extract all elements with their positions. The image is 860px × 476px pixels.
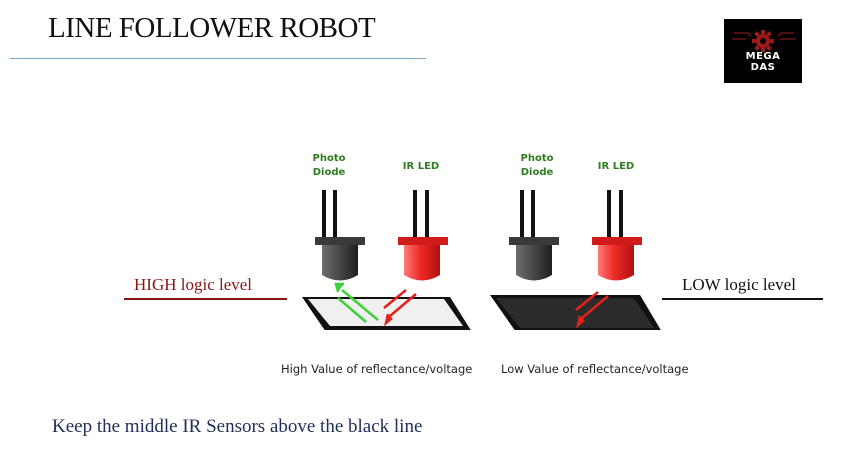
right-photodiode-label-line1: Photo bbox=[521, 153, 554, 164]
left-photodiode bbox=[315, 190, 365, 281]
left-ir-led bbox=[398, 190, 448, 281]
right-photodiode bbox=[509, 190, 559, 281]
low-logic-level-label: LOW logic level bbox=[682, 275, 796, 294]
high-logic-level-label: HIGH logic level bbox=[134, 275, 253, 294]
gear-icon bbox=[732, 30, 796, 52]
slide-title: LINE FOLLOWER ROBOT bbox=[48, 12, 376, 44]
instruction-note: Keep the middle IR Sensors above the bla… bbox=[52, 416, 423, 437]
right-photodiode-label-line2: Diode bbox=[521, 167, 554, 178]
low-logic-underline bbox=[662, 298, 823, 300]
left-photodiode-label-line2: Diode bbox=[313, 167, 346, 178]
right-ir-led-label: IR LED bbox=[598, 161, 634, 172]
left-ir-arrows bbox=[383, 289, 417, 327]
megadas-logo: MEGA DAS bbox=[724, 19, 802, 83]
ir-sensor-diagram: Photo Diode IR LED bbox=[302, 153, 661, 330]
high-reflectance-caption: High Value of reflectance/voltage bbox=[281, 362, 473, 376]
left-reflection-arrows bbox=[334, 282, 379, 323]
left-ir-led-label: IR LED bbox=[403, 161, 439, 172]
title-underline bbox=[10, 58, 426, 59]
left-white-surface bbox=[302, 297, 471, 330]
low-reflectance-caption: Low Value of reflectance/voltage bbox=[501, 362, 689, 376]
right-black-surface bbox=[490, 295, 661, 330]
right-ir-arrows bbox=[575, 291, 609, 329]
logo-text-mega: MEGA bbox=[745, 51, 781, 62]
right-ir-led bbox=[592, 190, 642, 281]
high-logic-underline bbox=[124, 298, 287, 300]
logo-text-das: DAS bbox=[750, 62, 776, 73]
left-panel: Photo Diode IR LED bbox=[302, 153, 471, 330]
left-photodiode-label-line1: Photo bbox=[313, 153, 346, 164]
right-panel: Photo Diode IR LED bbox=[490, 153, 661, 330]
